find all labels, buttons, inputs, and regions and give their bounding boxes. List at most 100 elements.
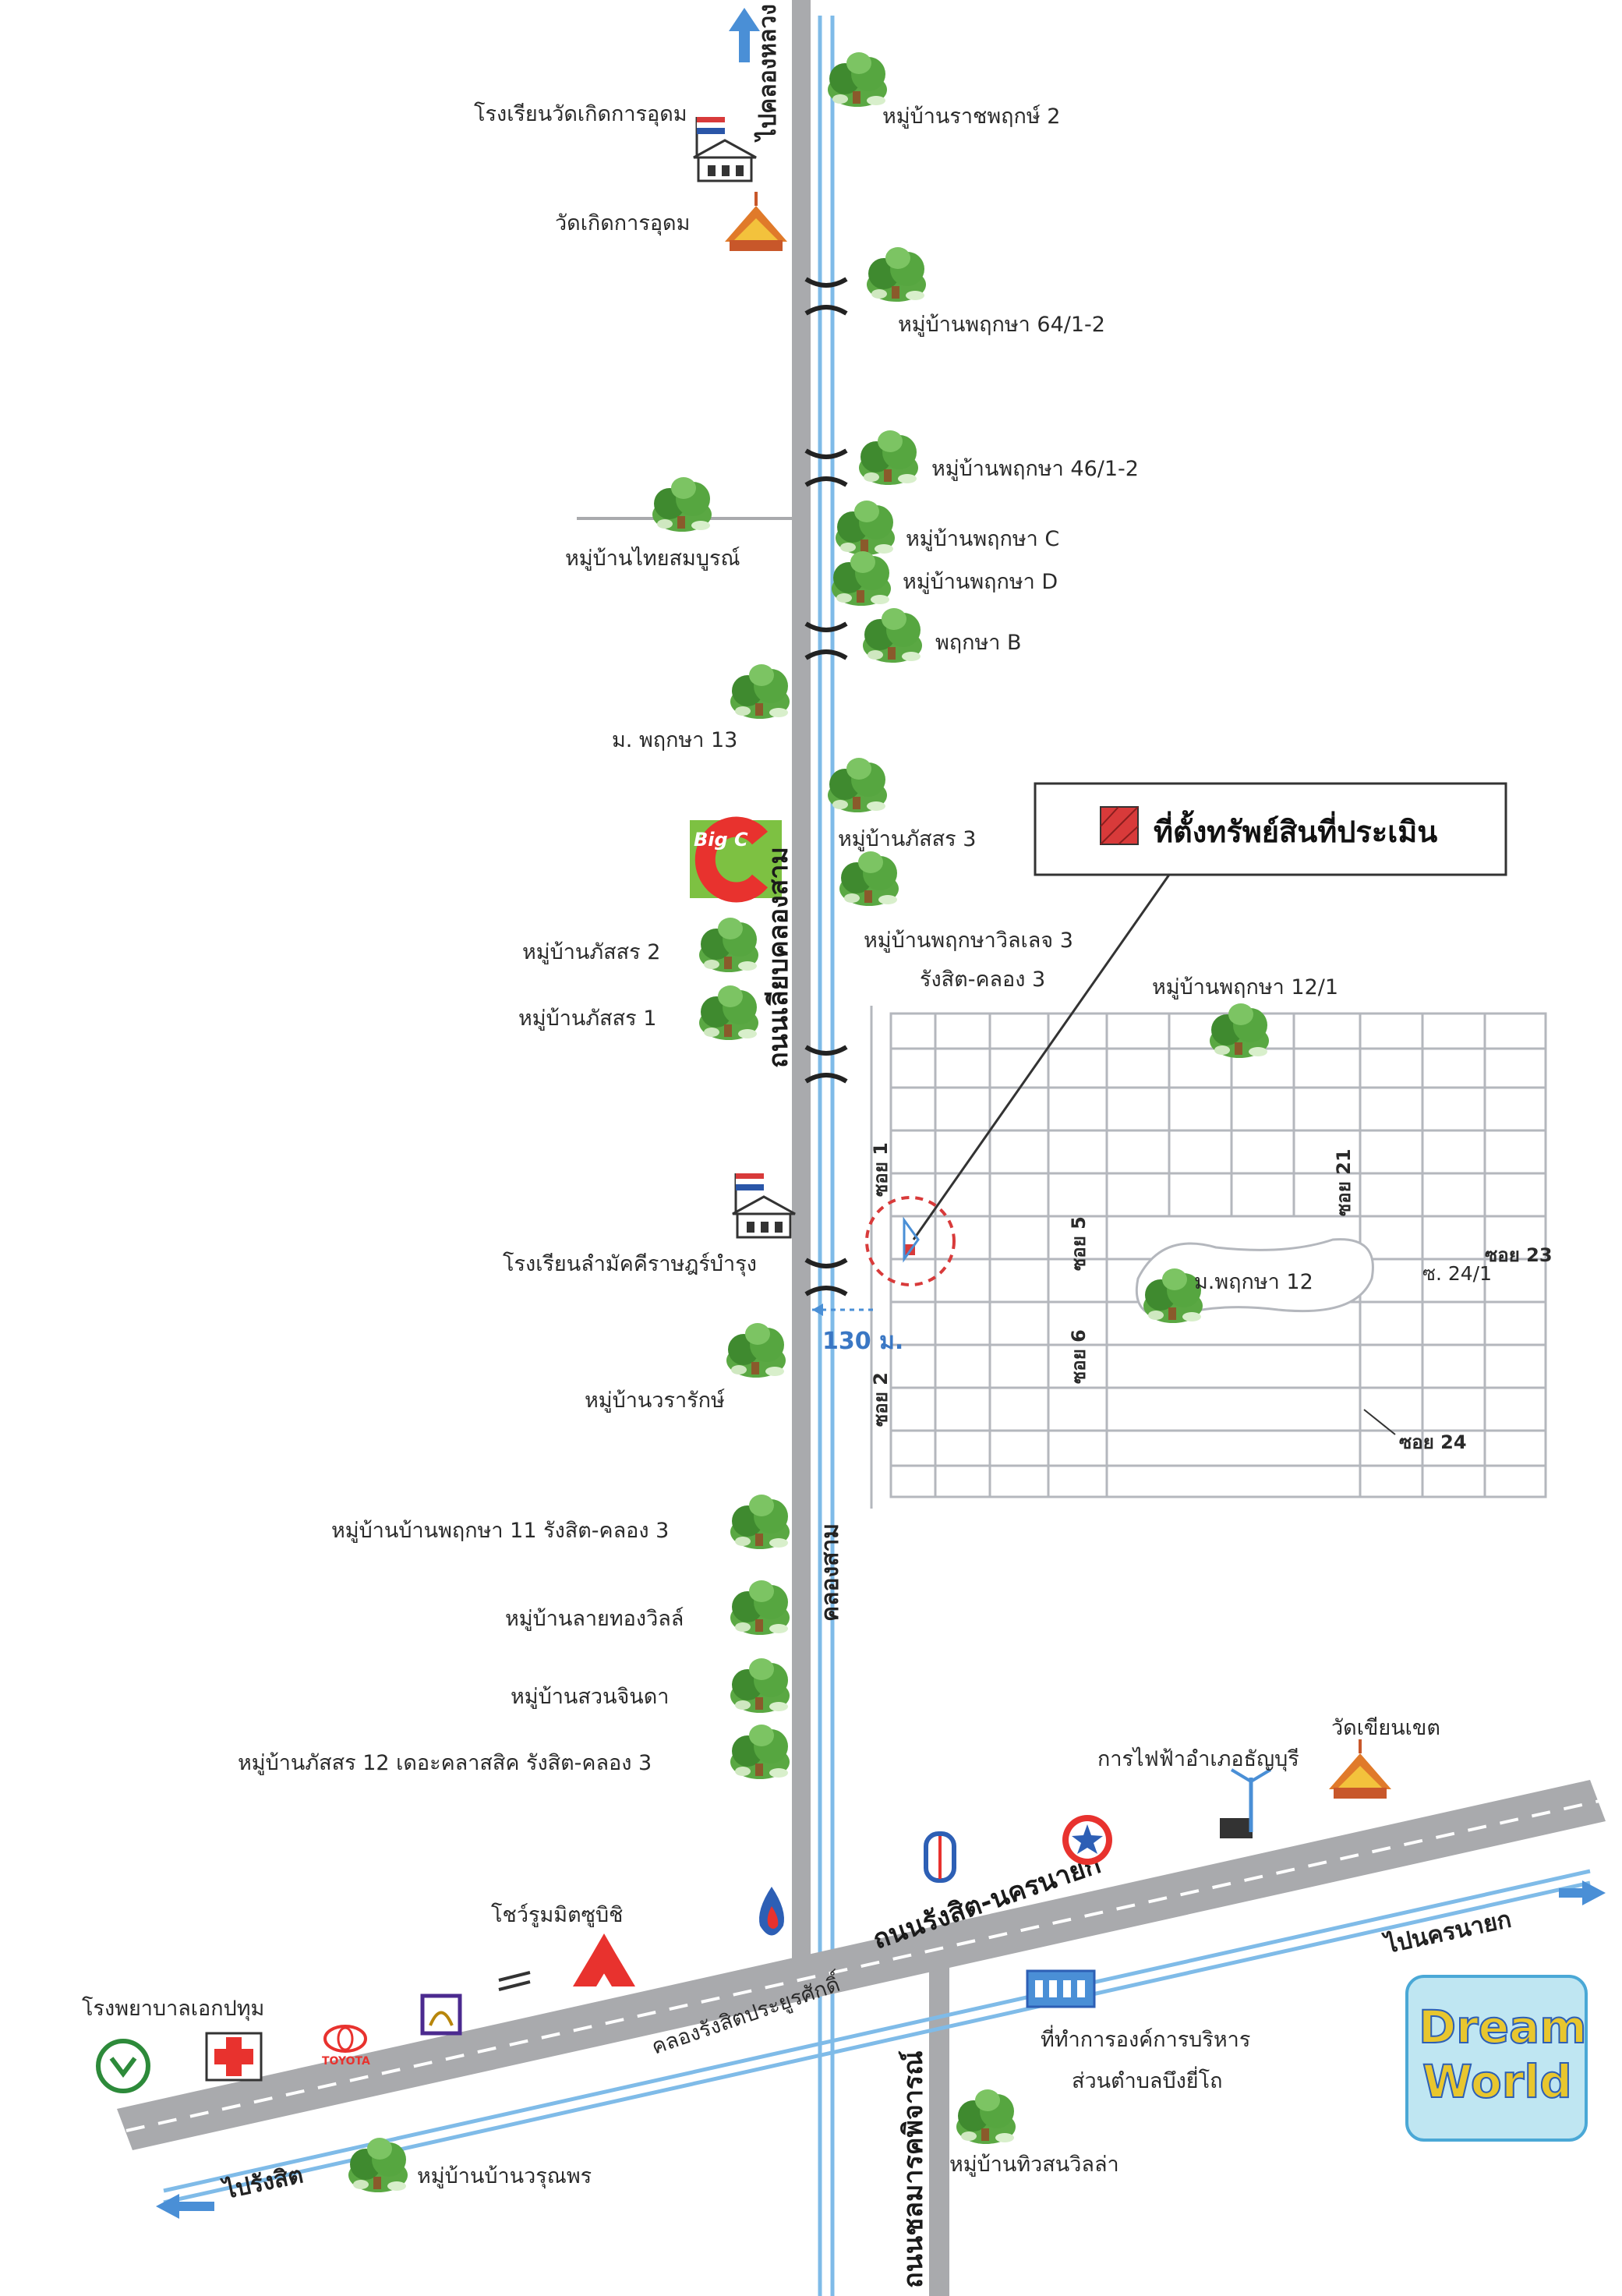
property-circle xyxy=(865,1196,956,1286)
hospital-cross-icon xyxy=(205,2032,263,2082)
village-tree-icon xyxy=(699,918,758,972)
west-arrow-icon xyxy=(156,2194,214,2219)
label-wararak: หมู่บ้านวรารักษ์ xyxy=(585,1388,725,1413)
east-arrow-icon xyxy=(1559,1880,1606,1905)
svg-text:Big C: Big C xyxy=(694,829,748,851)
label-phatsorn3: หมู่บ้านภัสสร 3 xyxy=(838,827,976,851)
label-mitsubishi: โชว์รูมมิตซูบิชิ xyxy=(491,1902,623,1927)
mitsubishi-icon xyxy=(573,1933,635,1986)
ptt-icon xyxy=(759,1887,784,1936)
bridge-icon xyxy=(806,1260,846,1294)
village-tree-icon xyxy=(867,247,926,302)
main-road-vertical xyxy=(792,0,811,1967)
bigc-logo: Big C xyxy=(690,816,782,903)
label-phruksa-c: หมู่บ้านพฤกษา C xyxy=(906,527,1059,551)
direction-north: ไปคลองหลวง xyxy=(754,4,782,143)
svg-text:Dream: Dream xyxy=(1419,2001,1587,2054)
north-arrow-icon xyxy=(729,8,760,62)
village-tree-icon xyxy=(730,1495,790,1549)
highway xyxy=(117,1780,1606,2205)
label-phruksa-d: หมู่บ้านพฤกษา D xyxy=(903,570,1058,594)
village-tree-icon xyxy=(730,1658,790,1713)
label-phruksa46: หมู่บ้านพฤกษา 46/1-2 xyxy=(931,457,1139,481)
village-tree-icon xyxy=(726,1323,786,1378)
label-school-kerd: โรงเรียนวัดเกิดการอุดม xyxy=(474,102,687,127)
money-icon xyxy=(498,1971,531,1991)
label-phruksa12: ม.พฤกษา 12 xyxy=(1194,1270,1313,1294)
label-wat-khian: วัดเขียนเขต xyxy=(1331,1716,1440,1740)
bridge-icon xyxy=(806,451,846,485)
label-thaisombun: หมู่บ้านไทยสมบูรณ์ xyxy=(565,546,740,571)
label-phatsorn1: หมู่บ้านภัสสร 1 xyxy=(518,1006,656,1031)
village-tree-icon xyxy=(828,52,887,107)
village-tree-icon xyxy=(730,664,790,719)
label-woranphon: หมู่บ้านบ้านวรุณพร xyxy=(417,2164,592,2189)
distance-marker xyxy=(812,1304,873,1316)
village-tree-icon xyxy=(956,2089,1016,2144)
label-phruksa13: ม. พฤกษา 13 xyxy=(612,728,737,752)
pipe-icon xyxy=(924,1831,956,1883)
power-icon xyxy=(1220,1768,1272,1838)
label-phruksa-b: พฤกษา B xyxy=(935,631,1022,655)
bridge-icon xyxy=(806,279,846,313)
canal-three-label: คลองสาม xyxy=(817,1523,844,1622)
dreamworld-logo: Dream World xyxy=(1405,1975,1588,2142)
kbank-icon xyxy=(96,2039,150,2093)
village-tree-icon xyxy=(699,985,758,1040)
sao-office-icon xyxy=(1026,1969,1096,2008)
label-phatsorn12: หมู่บ้านภัสสร 12 เดอะคลาสสิค รังสิต-คลอง… xyxy=(238,1751,652,1775)
label-hospital: โรงพยาบาลเอกปทุม xyxy=(82,1997,264,2022)
village-tree-icon xyxy=(832,551,891,606)
legend-label: ที่ตั้งทรัพย์สินที่ประเมิน xyxy=(1154,810,1437,849)
main-road-label: ถนนเลียบคลองสาม xyxy=(763,847,794,1068)
soi23-label: ซอย 23 xyxy=(1485,1244,1553,1266)
label-phruksa11: หมู่บ้านบ้านพฤกษา 11 รังสิต-คลอง 3 xyxy=(331,1519,669,1543)
label-electricity: การไฟฟ้าอำเภอธัญบุรี xyxy=(1097,1747,1299,1772)
bank-icon xyxy=(420,1994,462,2036)
school-icon xyxy=(731,1172,797,1239)
distance-label: 130 ม. xyxy=(822,1328,903,1355)
label-phruksa-village3: หมู่บ้านพฤกษาวิลเลจ 3 xyxy=(864,929,1073,953)
label-phatsorn2: หมู่บ้านภัสสร 2 xyxy=(522,940,660,964)
soi24-1-label: ซ. 24/1 xyxy=(1422,1262,1492,1285)
label-tiwson: หมู่บ้านทิวสนวิลล่า xyxy=(949,2153,1119,2177)
soi2-label: ซอย 2 xyxy=(870,1372,892,1427)
school-icon xyxy=(692,115,758,182)
soi24-label: ซอย 24 xyxy=(1399,1431,1467,1453)
label-suanjinda: หมู่บ้านสวนจินดา xyxy=(511,1685,669,1709)
svg-text:TOYOTA: TOYOTA xyxy=(322,2055,370,2068)
bridge-icon xyxy=(806,1047,846,1081)
soi21-label: ซอย 21 xyxy=(1333,1148,1355,1216)
soi6-label: ซอย 6 xyxy=(1068,1329,1090,1384)
soi1-label: ซอย 1 xyxy=(870,1142,892,1197)
legend-pointer xyxy=(912,874,1171,1240)
label-rachaphruek2: หมู่บ้านราชพฤกษ์ 2 xyxy=(882,104,1060,129)
temple-icon xyxy=(1327,1738,1393,1800)
caltex-icon xyxy=(1062,1815,1112,1865)
soi5-label: ซอย 5 xyxy=(1068,1216,1090,1271)
temple-icon xyxy=(723,190,789,253)
label-school-lam: โรงเรียนลำมัคคีราษฎร์บำรุง xyxy=(503,1251,757,1277)
label-laithong: หมู่บ้านลายทองวิลล์ xyxy=(505,1606,684,1631)
village-tree-icon xyxy=(836,501,895,555)
label-sao-office2: ส่วนตำบลบึงยี่โถ xyxy=(1072,2066,1222,2093)
svg-text:World: World xyxy=(1422,2055,1572,2108)
label-phruksa12-1: หมู่บ้านพฤกษา 12/1 xyxy=(1152,975,1338,999)
village-tree-icon xyxy=(730,1725,790,1779)
tochong-road-label: ถนนชลมารคพิจารณ์ xyxy=(898,2050,929,2288)
village-tree-icon xyxy=(730,1580,790,1635)
toyota-icon: TOYOTA xyxy=(322,2025,370,2068)
label-wat-kerd: วัดเกิดการอุดม xyxy=(555,211,690,236)
bridge-icon xyxy=(806,624,846,658)
village-tree-icon xyxy=(839,851,899,906)
village-tree-icon xyxy=(652,477,712,532)
label-sao-office: ที่ทำการองค์การบริหาร xyxy=(1041,2025,1250,2052)
legend-box: ที่ตั้งทรัพย์สินที่ประเมิน xyxy=(1034,782,1507,876)
village-tree-icon xyxy=(859,430,918,485)
village-tree-icon xyxy=(863,608,922,663)
label-rangsit-khlong3: รังสิต-คลอง 3 xyxy=(920,968,1045,992)
village-tree-icon xyxy=(1210,1003,1269,1058)
label-phruksa64: หมู่บ้านพฤกษา 64/1-2 xyxy=(898,313,1105,337)
village-tree-icon xyxy=(828,758,887,812)
